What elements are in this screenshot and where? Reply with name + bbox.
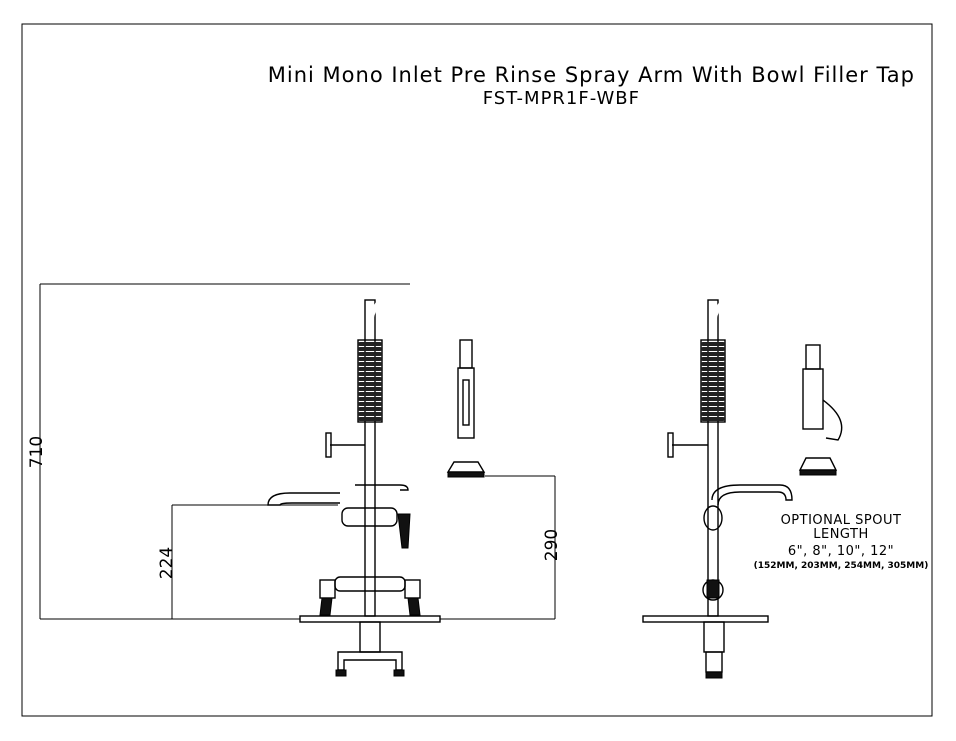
front-coil-winding	[358, 387, 382, 391]
front-coil-winding	[358, 357, 382, 361]
side-coil-winding	[701, 392, 725, 396]
upper-lever-handle	[397, 513, 411, 549]
riser-pipe	[364, 299, 376, 617]
side-coil-winding	[701, 402, 725, 406]
spray-handle	[457, 367, 475, 439]
side-riser-pipe	[707, 299, 719, 617]
side-coil	[701, 342, 725, 421]
dim-710-label: 710	[27, 436, 47, 468]
spout-note-line3: 6", 8", 10", 12"	[787, 544, 895, 559]
side-valve-body	[703, 505, 723, 531]
side-coil-winding	[701, 412, 725, 416]
tail-pipe	[359, 621, 381, 653]
front-coil-winding	[358, 392, 382, 396]
drawing-border	[21, 23, 933, 717]
spout-note-line4: (152MM, 203MM, 254MM, 305MM)	[753, 561, 929, 571]
upper-valve-body	[341, 507, 398, 527]
side-coil-winding	[701, 342, 725, 346]
side-coil-winding	[701, 357, 725, 361]
front-coil-winding	[358, 367, 382, 371]
dim-290-label: 290	[542, 529, 562, 561]
spray-head	[446, 461, 486, 473]
right-lever-handle	[407, 597, 421, 616]
side-coil-winding	[701, 372, 725, 376]
dimension-710: 710	[27, 283, 410, 620]
front-coil-winding	[358, 352, 382, 356]
side-coil-winding	[701, 377, 725, 381]
side-spray-handle	[802, 368, 824, 430]
side-coil-winding	[701, 367, 725, 371]
model-number: FST-MPR1F-WBF	[482, 88, 640, 109]
side-spring-coil	[712, 291, 814, 420]
dim-224-label: 224	[157, 547, 177, 579]
dimension-224: 224	[157, 504, 338, 619]
side-bowl-filler-spout	[711, 484, 793, 506]
side-trigger-lever	[822, 399, 843, 441]
side-coil-winding	[701, 352, 725, 356]
front-coil-winding	[358, 377, 382, 381]
front-coil-winding	[358, 417, 382, 421]
side-coil-winding	[701, 417, 725, 421]
front-coil-winding	[358, 362, 382, 366]
spout-note-line1: OPTIONAL SPOUT	[780, 513, 902, 528]
side-coil-winding	[701, 407, 725, 411]
front-coil-winding	[358, 372, 382, 376]
front-coil	[358, 342, 382, 421]
spring-coil	[357, 289, 468, 423]
spray-hook	[355, 484, 409, 491]
counter-plate	[299, 615, 441, 623]
bowl-filler-spout	[267, 492, 340, 506]
side-counter-plate	[642, 615, 769, 623]
dimension-290: 290	[440, 475, 562, 620]
left-lever-handle	[319, 597, 333, 616]
side-coil-winding	[701, 347, 725, 351]
inlet-manifold	[337, 651, 403, 671]
spout-note-line2: LENGTH	[813, 527, 869, 542]
hose-connector	[459, 339, 473, 369]
front-coil-winding	[358, 407, 382, 411]
mixing-valve-body	[334, 576, 406, 592]
drawing-title: Mini Mono Inlet Pre Rinse Spray Arm With…	[267, 63, 915, 87]
front-coil-winding	[358, 397, 382, 401]
front-view: 710 224 290	[27, 283, 562, 677]
side-tail-pipe	[703, 621, 725, 653]
front-coil-winding	[358, 382, 382, 386]
front-coil-winding	[358, 402, 382, 406]
side-spray-head	[798, 457, 838, 471]
side-coil-winding	[701, 397, 725, 401]
side-view	[642, 289, 843, 679]
side-coil-winding	[701, 387, 725, 391]
front-coil-winding	[358, 412, 382, 416]
side-coil-winding	[701, 382, 725, 386]
side-coil-winding	[701, 362, 725, 366]
front-coil-winding	[358, 347, 382, 351]
front-coil-winding	[358, 342, 382, 346]
